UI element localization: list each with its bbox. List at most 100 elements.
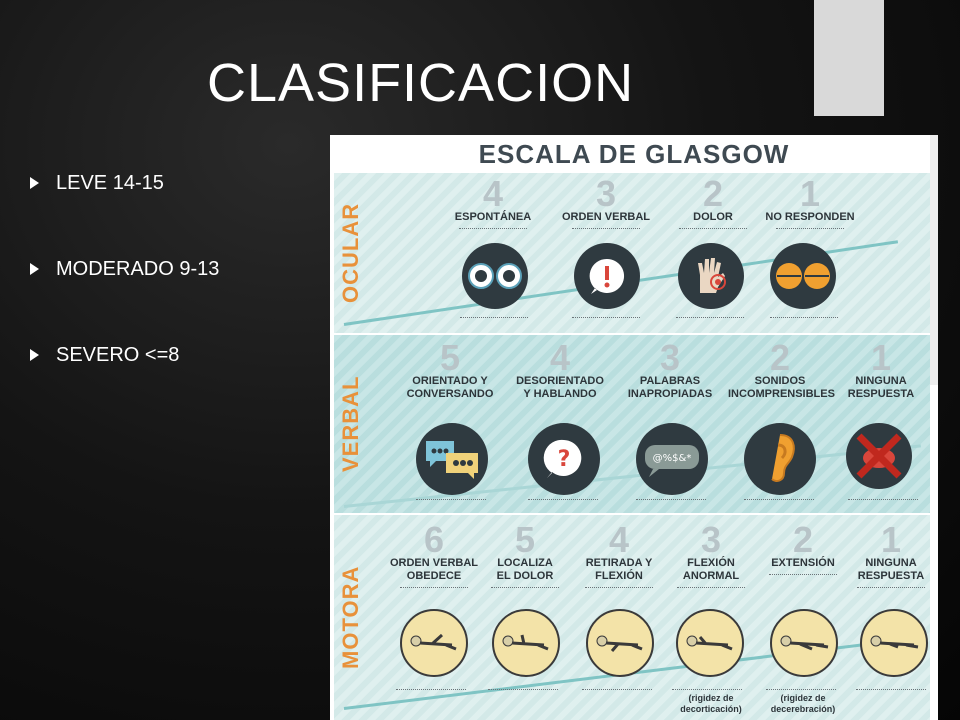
dotted-line (769, 574, 837, 576)
verbal-label-line2: INCOMPRENSIBLES (728, 388, 835, 400)
motora-score: 5 (514, 519, 536, 560)
verbal-item-4: 4 DESORIENTADO Y HABLANDO (508, 337, 612, 401)
bullet-arrow-icon (30, 177, 39, 189)
ocular-item-1: 1 NO RESPONDEN (760, 173, 860, 230)
verbal-label-line1: SONIDOS (754, 375, 806, 387)
verbal-label-line1: NINGUNA (855, 375, 907, 387)
motora-label-line2: OBEDECE (406, 570, 462, 582)
motora-label-line2: EL DOLOR (496, 570, 554, 582)
hand-pain-icon (678, 243, 744, 309)
symbols-text: @%$&* (653, 453, 692, 464)
motora-label-line1: EXTENSIÓN (771, 557, 835, 569)
motora-item-3: 3 FLEXIÓN ANORMAL (668, 519, 754, 589)
question-bubble-icon: ? (528, 423, 600, 495)
motora-label-line2: ANORMAL (682, 570, 740, 582)
note-line1: (rigidez de (688, 693, 734, 703)
lying-figure-icon (770, 609, 838, 677)
lying-figure-icon (676, 609, 744, 677)
lying-figure-icon (860, 609, 928, 677)
verbal-label-line2: CONVERSANDO (406, 388, 494, 400)
motora-score: 2 (792, 519, 814, 560)
glasgow-infographic: ESCALA DE GLASGOW OCULAR 4 ESPONTÁNEA 3 … (330, 135, 938, 720)
ocular-score: 4 (482, 173, 504, 214)
bullet-label: MODERADO 9-13 (56, 258, 220, 280)
verbal-label-line1: DESORIENTADO (516, 375, 604, 387)
note-line2: decorticación) (680, 704, 742, 714)
verbal-score: 1 (870, 337, 892, 378)
infographic-title: ESCALA DE GLASGOW (478, 139, 790, 169)
verbal-item-2: 2 SONIDOS INCOMPRENSIBLES (728, 337, 835, 401)
bullet-arrow-icon (30, 263, 39, 275)
verbal-score: 5 (439, 337, 461, 378)
ocular-label-text: DOLOR (693, 211, 733, 223)
verbal-label-line1: ORIENTADO Y (412, 375, 488, 387)
ocular-label: OCULAR (338, 202, 363, 304)
crossed-mouth-icon (846, 423, 912, 489)
ocular-score: 2 (702, 173, 724, 214)
motora-score: 4 (608, 519, 630, 560)
ocular-score: 1 (799, 173, 821, 214)
symbols-bubble-icon: @%$&* (636, 423, 708, 495)
motora-item-1: 1 NINGUNA RESPUESTA (848, 519, 934, 589)
verbal-label-line1: PALABRAS (639, 375, 701, 387)
bullet-severo: SEVERO <=8 (30, 340, 219, 370)
decorticacion-note: (rigidez de decorticación) (668, 693, 754, 715)
dotted-line (679, 228, 747, 230)
dotted-line (585, 587, 653, 589)
slide-title: CLASIFICACION (207, 53, 635, 113)
motora-item-6: 6 ORDEN VERBAL OBEDECE (386, 519, 482, 589)
motora-label-line1: LOCALIZA (497, 557, 553, 569)
motora-label: MOTORA (338, 565, 363, 670)
verbal-score: 3 (659, 337, 681, 378)
motora-label-line1: RETIRADA Y (585, 557, 653, 569)
dotted-line (400, 587, 468, 589)
motora-item-4: 4 RETIRADA Y FLEXIÓN (576, 519, 662, 589)
classification-list: LEVE 14-15 MODERADO 9-13 SEVERO <=8 (30, 168, 219, 426)
motora-item-2: 2 EXTENSIÓN (760, 519, 846, 576)
dotted-line (491, 587, 559, 589)
eyes-icon (462, 243, 528, 309)
bullet-arrow-icon (30, 349, 39, 361)
note-line2: decerebración) (770, 704, 836, 714)
verbal-item-3: 3 PALABRAS INAPROPIADAS (620, 337, 720, 401)
dotted-line (857, 587, 925, 589)
verbal-label-line2: Y HABLANDO (523, 388, 597, 400)
lying-figure-icon (586, 609, 654, 677)
verbal-item-1: 1 NINGUNA RESPUESTA (836, 337, 926, 401)
bullet-moderado: MODERADO 9-13 (30, 254, 219, 284)
verbal-label: VERBAL (338, 375, 363, 473)
decerebracion-note: (rigidez de decerebración) (760, 693, 846, 715)
motora-label-line2: RESPUESTA (857, 570, 925, 582)
ocular-label-text: ORDEN VERBAL (561, 211, 650, 223)
ocular-band (334, 173, 930, 333)
svg-text:?: ? (558, 447, 571, 472)
image-edge-strip (930, 135, 938, 385)
note-line1: (rigidez de (780, 693, 826, 703)
ocular-score: 3 (595, 173, 617, 214)
ocular-label-text: NO RESPONDEN (765, 211, 855, 223)
ocular-label-text: ESPONTÁNEA (454, 211, 532, 223)
gray-tab-block (814, 0, 884, 116)
chat-bubbles-icon (416, 423, 488, 495)
verbal-score: 2 (769, 337, 791, 378)
motora-score: 3 (700, 519, 722, 560)
motora-item-5: 5 LOCALIZA EL DOLOR (482, 519, 568, 589)
bullet-label: SEVERO <=8 (56, 344, 180, 366)
lying-figure-icon (492, 609, 560, 677)
ocular-item-2: 2 DOLOR (668, 173, 758, 230)
motora-label-line2: FLEXIÓN (595, 570, 643, 582)
verbal-score: 4 (549, 337, 571, 378)
motora-score: 1 (880, 519, 902, 560)
dotted-line (459, 228, 527, 230)
bullet-label: LEVE 14-15 (56, 172, 164, 194)
ocular-item-3: 3 ORDEN VERBAL (556, 173, 656, 230)
dotted-line (572, 228, 640, 230)
closed-eyes-icon (770, 243, 836, 309)
motora-score: 6 (423, 519, 445, 560)
lying-figure-icon (400, 609, 468, 677)
dotted-line (776, 228, 844, 230)
verbal-item-5: 5 ORIENTADO Y CONVERSANDO (400, 337, 500, 401)
dotted-line (677, 587, 745, 589)
verbal-label-line2: INAPROPIADAS (627, 388, 713, 400)
verbal-label-line2: RESPUESTA (847, 388, 915, 400)
